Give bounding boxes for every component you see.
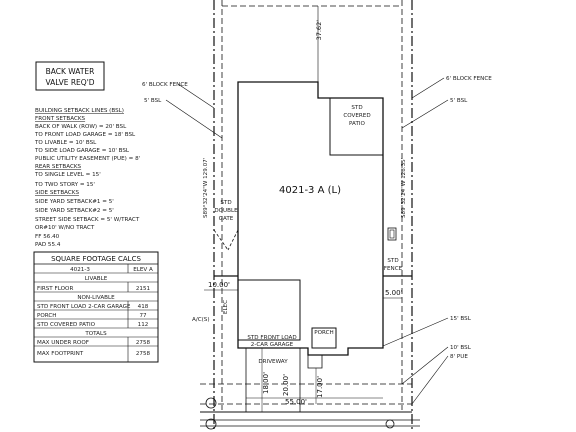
water-meter-icon bbox=[205, 418, 217, 430]
setback-line: SIDE YARD SETBACK#1 = 5' bbox=[35, 199, 114, 205]
rear-dimension: 37.62' bbox=[315, 20, 323, 41]
plan-labels: 4021-3 A (L) STD COVERED PATIO STD DOUBL… bbox=[142, 76, 492, 405]
row-value: 2151 bbox=[136, 286, 151, 292]
porch-label: PORCH bbox=[314, 330, 334, 336]
pad-elevation: PAD 55.4 bbox=[35, 242, 61, 248]
row-value: 77 bbox=[139, 313, 147, 319]
fence-label: STD bbox=[387, 258, 398, 264]
driveway-label: DRIVEWAY bbox=[258, 359, 288, 365]
left-block-fence-label: 6' BLOCK FENCE bbox=[142, 82, 188, 88]
square-footage-table: SQUARE FOOTAGE CALCS 4021-3 ELEV A LIVAB… bbox=[33, 251, 159, 363]
gate-label: GATE bbox=[219, 216, 234, 222]
setback-line: TO SINGLE LEVEL = 15' bbox=[34, 172, 101, 178]
setback-line: TO LIVABLE = 10' BSL bbox=[34, 140, 97, 146]
rear-setbacks-heading: REAR SETBACKS bbox=[35, 164, 82, 170]
patio-label: COVERED bbox=[343, 113, 370, 119]
front-setbacks-heading: FRONT SETBACKS bbox=[35, 116, 86, 122]
row-label: MAX UNDER ROOF bbox=[37, 340, 89, 346]
totals-header: TOTALS bbox=[84, 331, 107, 337]
side-setbacks-heading: SIDE SETBACKS bbox=[35, 190, 79, 196]
valve-note-line1: BACK WATER bbox=[46, 67, 95, 76]
fence-label: FENCE bbox=[384, 266, 403, 272]
row-value: 2758 bbox=[136, 340, 151, 346]
setback-notes: BUILDING SETBACK LINES (BSL) FRONT SETBA… bbox=[34, 108, 140, 248]
patio-label: STD bbox=[351, 105, 362, 111]
setback-line: TO TWO STORY = 15' bbox=[34, 182, 95, 188]
row-value: 112 bbox=[138, 322, 149, 328]
ac-label: A/C(S) bbox=[192, 317, 210, 323]
front-width-dimension: 55.00' bbox=[285, 398, 307, 406]
utility-symbols bbox=[205, 397, 395, 430]
patio-label: PATIO bbox=[349, 121, 365, 127]
left-side-dimension: 10.00' bbox=[208, 281, 230, 289]
row-label: PORCH bbox=[37, 313, 57, 319]
valve-note-line2: VALVE REQ'D bbox=[45, 78, 94, 87]
setback-line: STREET SIDE SETBACK = 5' W/TRACT bbox=[35, 217, 140, 223]
row-label: FIRST FLOOR bbox=[37, 286, 73, 292]
gate-label: DOUBLE bbox=[214, 208, 238, 214]
left-bsl-label: 5' BSL bbox=[144, 98, 162, 104]
setback-line: TO SIDE LOAD GARAGE = 10' BSL bbox=[34, 148, 130, 154]
right-block-fence-label: 6' BLOCK FENCE bbox=[446, 76, 492, 82]
electric-meter-icon bbox=[205, 397, 217, 409]
sqft-elev-label: ELEV A bbox=[133, 267, 153, 273]
driveway bbox=[245, 348, 301, 412]
row-label: MAX FOOTPRINT bbox=[37, 351, 84, 357]
right-bearing: S89°32'24"W 128.35' bbox=[401, 158, 407, 218]
setback-line: PUBLIC UTILITY EASEMENT (PUE) = 8' bbox=[35, 156, 140, 162]
nonlivable-header: NON-LIVABLE bbox=[77, 295, 115, 301]
backwater-valve-note: BACK WATER VALVE REQ'D bbox=[35, 61, 105, 91]
row-label: STD COVERED PATIO bbox=[37, 322, 96, 328]
lot-lines bbox=[200, 0, 420, 432]
drive-dimension-3: 17.00' bbox=[316, 376, 324, 398]
garage-label: 2-CAR GARAGE bbox=[251, 342, 294, 348]
setback-line: TO FRONT LOAD GARAGE = 18' BSL bbox=[34, 132, 136, 138]
gate-label: STD bbox=[220, 200, 231, 206]
row-label: STD FRONT LOAD 2-CAR GARAGE bbox=[37, 304, 131, 310]
rear-bsl-label: 15' BSL bbox=[450, 316, 472, 322]
setback-line: SIDE YARD SETBACK#2 = 5' bbox=[35, 208, 114, 214]
finished-floor: FF 56.40 bbox=[35, 234, 60, 240]
house-label: 4021-3 A (L) bbox=[279, 185, 341, 196]
front-bsl-label: 10' BSL bbox=[450, 345, 472, 351]
setback-title: BUILDING SETBACK LINES (BSL) bbox=[35, 108, 124, 114]
row-value: 2758 bbox=[136, 351, 151, 357]
right-bsl-label: 5' BSL bbox=[450, 98, 468, 104]
garage-label: STD FRONT LOAD bbox=[247, 335, 296, 341]
left-bearing: S89°32'24"W 129.07' bbox=[203, 158, 209, 218]
elec-label: ELEC bbox=[223, 300, 229, 314]
setback-line: OR#10' W/NO TRACT bbox=[35, 225, 95, 231]
fences bbox=[213, 229, 412, 277]
sqft-title: SQUARE FOOTAGE CALCS bbox=[51, 255, 141, 263]
sqft-plan-label: 4021-3 bbox=[70, 267, 90, 273]
sewer-icon bbox=[385, 419, 395, 429]
pue-label: 8' PUE bbox=[450, 354, 468, 360]
dimensions: 37.62' 10.00' 5.00' 18.00' 20.00' 17.00'… bbox=[204, 6, 403, 412]
house-footprint bbox=[237, 81, 397, 369]
livable-header: LIVABLE bbox=[85, 276, 108, 282]
setback-line: BACK OF WALK (ROW) = 20' BSL bbox=[35, 124, 127, 130]
row-value: 418 bbox=[138, 304, 149, 310]
right-side-dimension: 5.00' bbox=[385, 289, 403, 297]
drive-dimension-1: 18.00' bbox=[262, 372, 270, 394]
drive-dimension-2: 20.00' bbox=[282, 374, 290, 396]
